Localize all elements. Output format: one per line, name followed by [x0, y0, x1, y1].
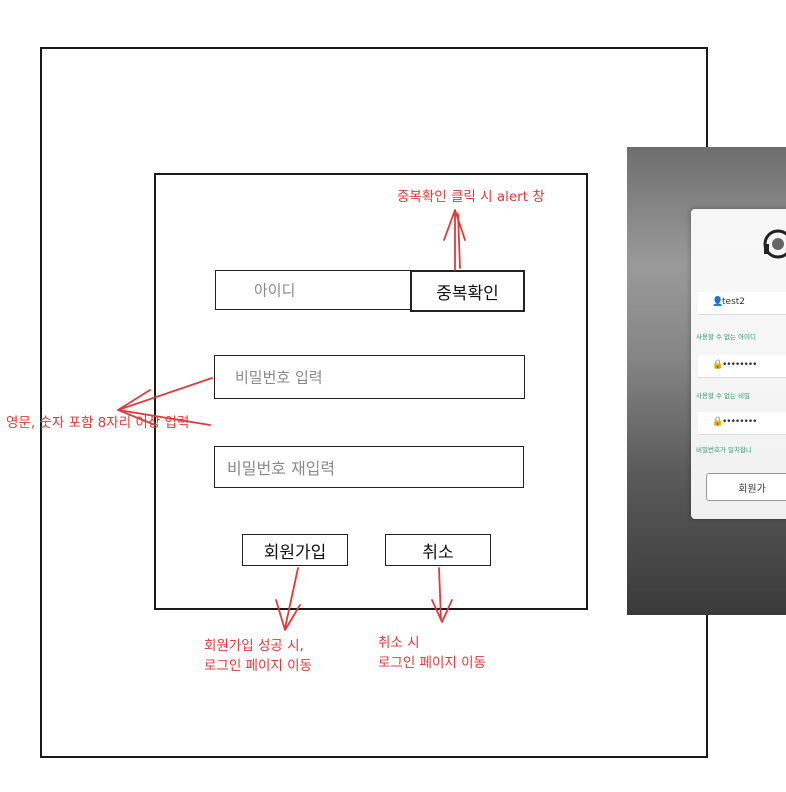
cancel-button[interactable]: 취소: [385, 534, 491, 566]
user-icon: 👤: [712, 297, 724, 307]
dup-check-button[interactable]: 중복확인: [410, 270, 525, 312]
annotation-signup: 회원가입 성공 시, 로그인 페이지 이동: [204, 636, 312, 676]
arrow-cancel: [431, 567, 453, 623]
arrow-signup: [275, 567, 301, 631]
dup-check-label: 중복확인: [436, 283, 499, 304]
signup-button[interactable]: 회원가입: [242, 534, 348, 566]
lock-icon: 🔒: [712, 360, 724, 370]
preview-warn-id: 사용할 수 없는 아이디: [696, 333, 757, 341]
id-input[interactable]: 아이디: [215, 270, 412, 310]
signup-label: 회원가입: [263, 542, 327, 563]
preview-username-value: test2: [722, 297, 746, 307]
cancel-label: 취소: [422, 542, 454, 563]
headset-icon: [763, 229, 786, 259]
preview-warn-pw-confirm: 비밀번호가 일치합니: [696, 446, 752, 454]
preview-signup-label: 회원가: [738, 483, 766, 495]
id-placeholder: 아이디: [254, 281, 296, 300]
annotation-dup-check: 중복확인 클릭 시 alert 창: [397, 189, 545, 205]
form-frame: [154, 173, 588, 610]
preview-password-confirm-input: 🔒 ••••••••: [698, 412, 786, 435]
password-placeholder: 비밀번호 입력: [235, 368, 323, 387]
arrow-password-rule: [117, 377, 213, 426]
preview-password-input: 🔒 ••••••••: [698, 355, 786, 378]
preview-signup-button: 회원가: [706, 473, 786, 501]
preview-username-input: 👤 test2: [698, 292, 786, 315]
password-confirm-input[interactable]: 비밀번호 재입력: [214, 446, 524, 488]
lock-icon: 🔒: [712, 417, 724, 427]
annotation-cancel-line1: 취소 시: [378, 635, 420, 651]
arrow-dup-check: [443, 209, 466, 271]
password-input[interactable]: 비밀번호 입력: [214, 355, 525, 399]
annotation-cancel: 취소 시 로그인 페이지 이동: [378, 633, 486, 673]
annotation-signup-line1: 회원가입 성공 시,: [204, 638, 304, 654]
preview-password-mask: ••••••••: [722, 360, 757, 370]
annotation-cancel-line2: 로그인 페이지 이동: [378, 655, 486, 671]
preview-warn-pw: 사용할 수 없는 비밀: [696, 392, 751, 400]
preview-password-confirm-mask: ••••••••: [722, 417, 757, 427]
password-confirm-placeholder: 비밀번호 재입력: [227, 459, 336, 478]
annotation-password-rule: 영문, 숫자 포함 8자리 이상 입력: [6, 415, 190, 431]
annotation-signup-line2: 로그인 페이지 이동: [204, 658, 312, 674]
